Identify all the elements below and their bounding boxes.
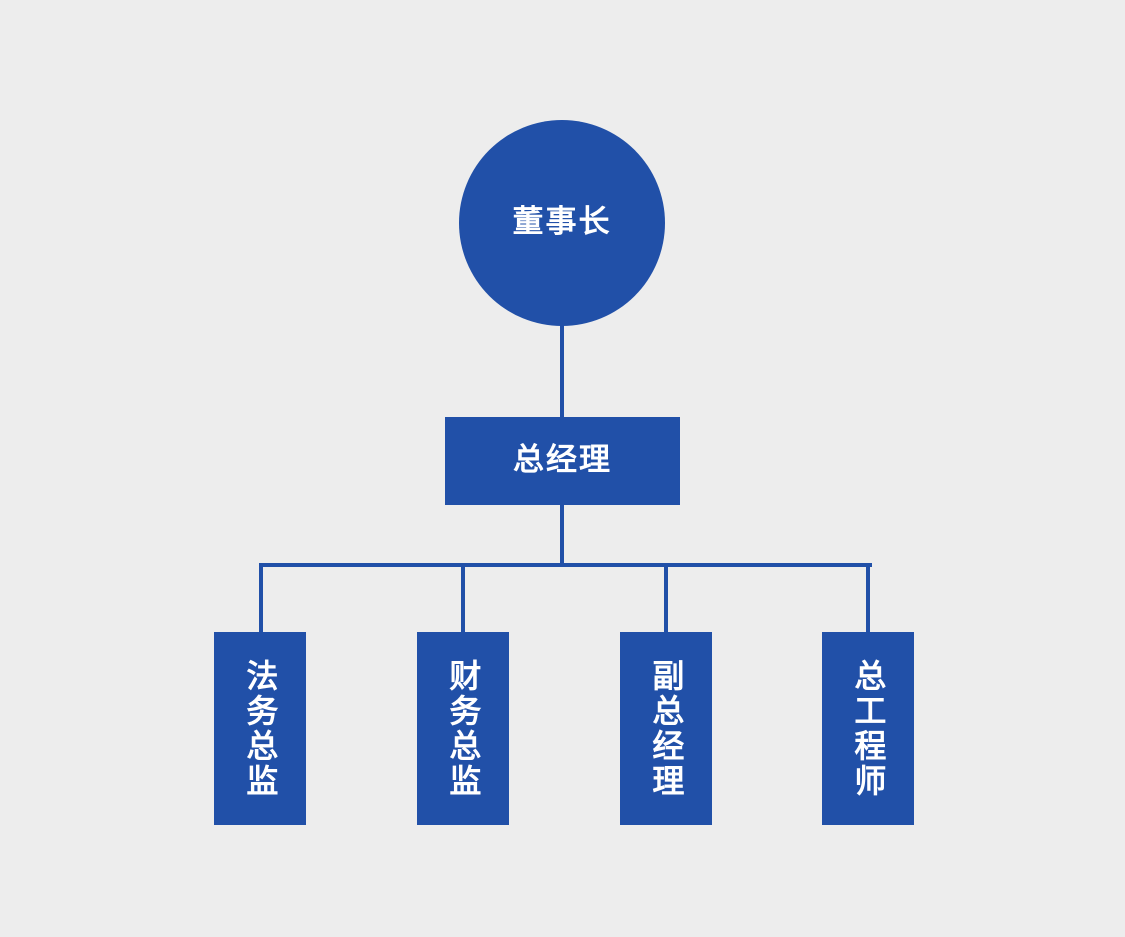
node-legal-director-label: 法务总监 <box>241 658 280 799</box>
node-chief-engineer-label: 总工程师 <box>849 658 888 799</box>
node-chairman-label: 董事长 <box>512 204 612 241</box>
edge-drop-finance-director <box>461 563 465 634</box>
node-deputy-general-manager-label: 副总经理 <box>647 658 686 799</box>
node-finance-director-label: 财务总监 <box>444 658 483 799</box>
edge-chairman-to-general-manager <box>560 320 564 420</box>
edge-drop-legal-director <box>259 563 263 634</box>
edge-drop-deputy-general-manager <box>664 563 668 634</box>
node-deputy-general-manager[interactable]: 副总经理 <box>620 632 712 825</box>
edge-general-manager-stem <box>560 503 564 567</box>
node-legal-director[interactable]: 法务总监 <box>214 632 306 825</box>
node-finance-director[interactable]: 财务总监 <box>417 632 509 825</box>
edge-horizontal-bus <box>259 563 872 567</box>
node-general-manager-label: 总经理 <box>513 442 612 479</box>
node-general-manager[interactable]: 总经理 <box>445 417 680 505</box>
node-chief-engineer[interactable]: 总工程师 <box>822 632 914 825</box>
edge-drop-chief-engineer <box>866 563 870 634</box>
node-chairman[interactable]: 董事长 <box>459 120 665 326</box>
